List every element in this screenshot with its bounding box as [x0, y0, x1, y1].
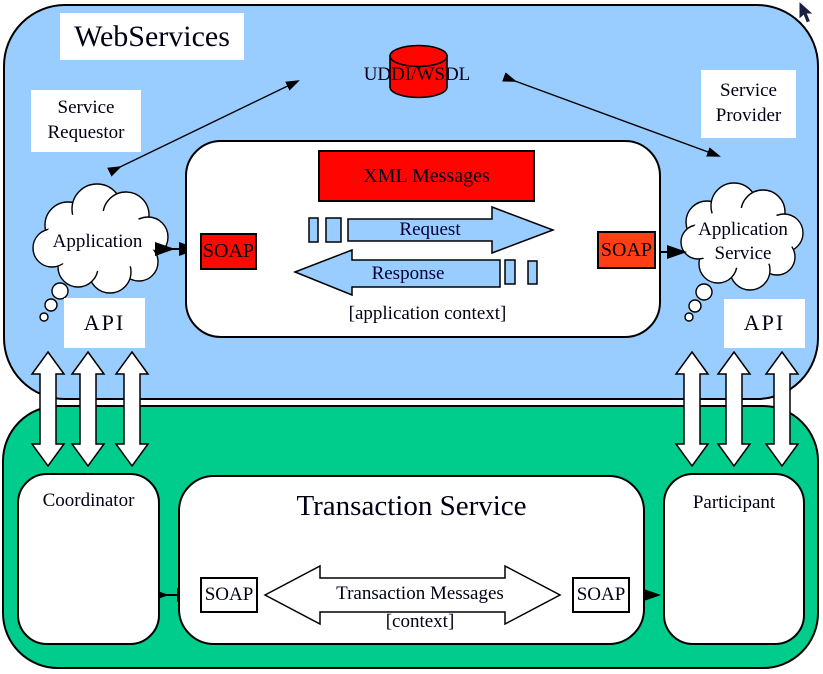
- uddi-wsdl-label: UDDI/WSDL: [363, 64, 471, 86]
- page-title-text: WebServices: [74, 20, 230, 53]
- application-service-cloud: [680, 182, 804, 322]
- response-label: Response: [371, 262, 445, 284]
- participant-api-arrows: [674, 350, 800, 468]
- transaction-soap-box-right: SOAP: [572, 577, 630, 613]
- service-requestor-label: Service Requestor: [31, 90, 141, 152]
- application-service-cloud-label: Application Service: [698, 219, 788, 264]
- service-provider-label: Service Provider: [701, 70, 796, 138]
- xml-messages-box: XML Messages: [318, 150, 535, 202]
- api-box-right: API: [724, 299, 805, 348]
- application-cloud: [32, 183, 169, 322]
- application-context-label: [application context]: [348, 303, 507, 325]
- api-box-left: API: [64, 298, 145, 348]
- application-cloud-label: Application: [52, 231, 143, 253]
- transaction-service-title: Transaction Service: [296, 489, 527, 522]
- coordinator-box: [17, 473, 160, 645]
- page-title: WebServices: [60, 13, 244, 60]
- coordinator-label: Coordinator: [42, 490, 135, 512]
- requestor-registry-arrow: [107, 80, 300, 177]
- request-label: Request: [399, 218, 461, 240]
- coordinator-api-arrows: [30, 350, 150, 468]
- transaction-soap-box-left: SOAP: [200, 577, 258, 613]
- soap-box-right: SOAP: [597, 231, 656, 269]
- provider-registry-arrow: [502, 72, 721, 157]
- participant-box: [663, 473, 805, 645]
- participant-label: Participant: [692, 492, 776, 514]
- uddi-wsdl-database-icon: [389, 44, 448, 99]
- transaction-messages-label: Transaction Messages: [336, 583, 504, 605]
- soap-box-left: SOAP: [200, 233, 257, 270]
- mouse-cursor-icon: [798, 0, 815, 24]
- transaction-context-label: [context]: [385, 610, 455, 632]
